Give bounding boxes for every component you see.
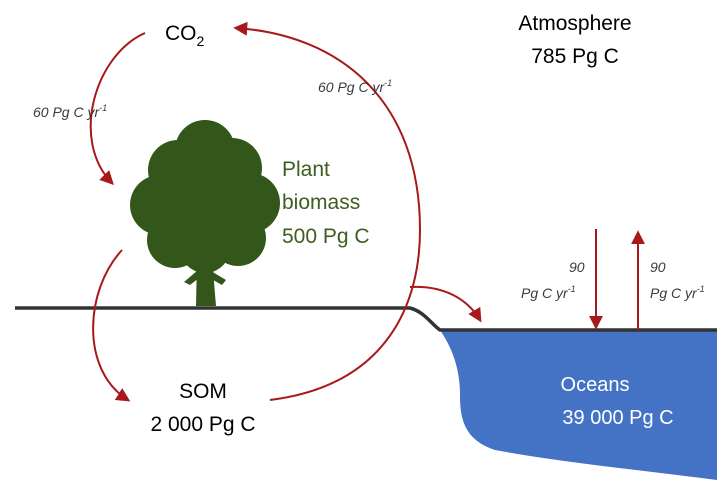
respiration-arrow (233, 21, 422, 401)
runoff-arrow (409, 285, 482, 323)
plant-label-line1: Plant (282, 158, 330, 181)
respiration-flux-label: 60 Pg C yr-1 (318, 78, 392, 95)
oceans-label: Oceans (561, 374, 630, 396)
ocean-release-flux-unit: Pg C yr-1 (650, 284, 705, 301)
ocean-uptake-flux-value: 90 (569, 259, 585, 275)
tree-icon (130, 120, 280, 306)
ground-line (15, 306, 717, 332)
atmosphere-stock: 785 Pg C (531, 45, 619, 68)
photosynthesis-flux-label: 60 Pg C yr-1 (33, 103, 107, 120)
plant-stock: 500 Pg C (282, 225, 370, 248)
som-label: SOM (179, 380, 227, 403)
photosynthesis-arrow (89, 32, 146, 186)
ocean-uptake-flux-unit: Pg C yr-1 (521, 284, 576, 301)
som-stock: 2 000 Pg C (150, 413, 255, 436)
atmosphere-title: Atmosphere (518, 12, 631, 35)
ocean-release-flux-value: 90 (650, 259, 666, 275)
plant-label-line2: biomass (282, 191, 360, 214)
ocean-body (440, 330, 717, 480)
litterfall-arrow (92, 249, 131, 402)
co2-label: CO2 (165, 22, 205, 49)
oceans-stock: 39 000 Pg C (562, 407, 673, 429)
